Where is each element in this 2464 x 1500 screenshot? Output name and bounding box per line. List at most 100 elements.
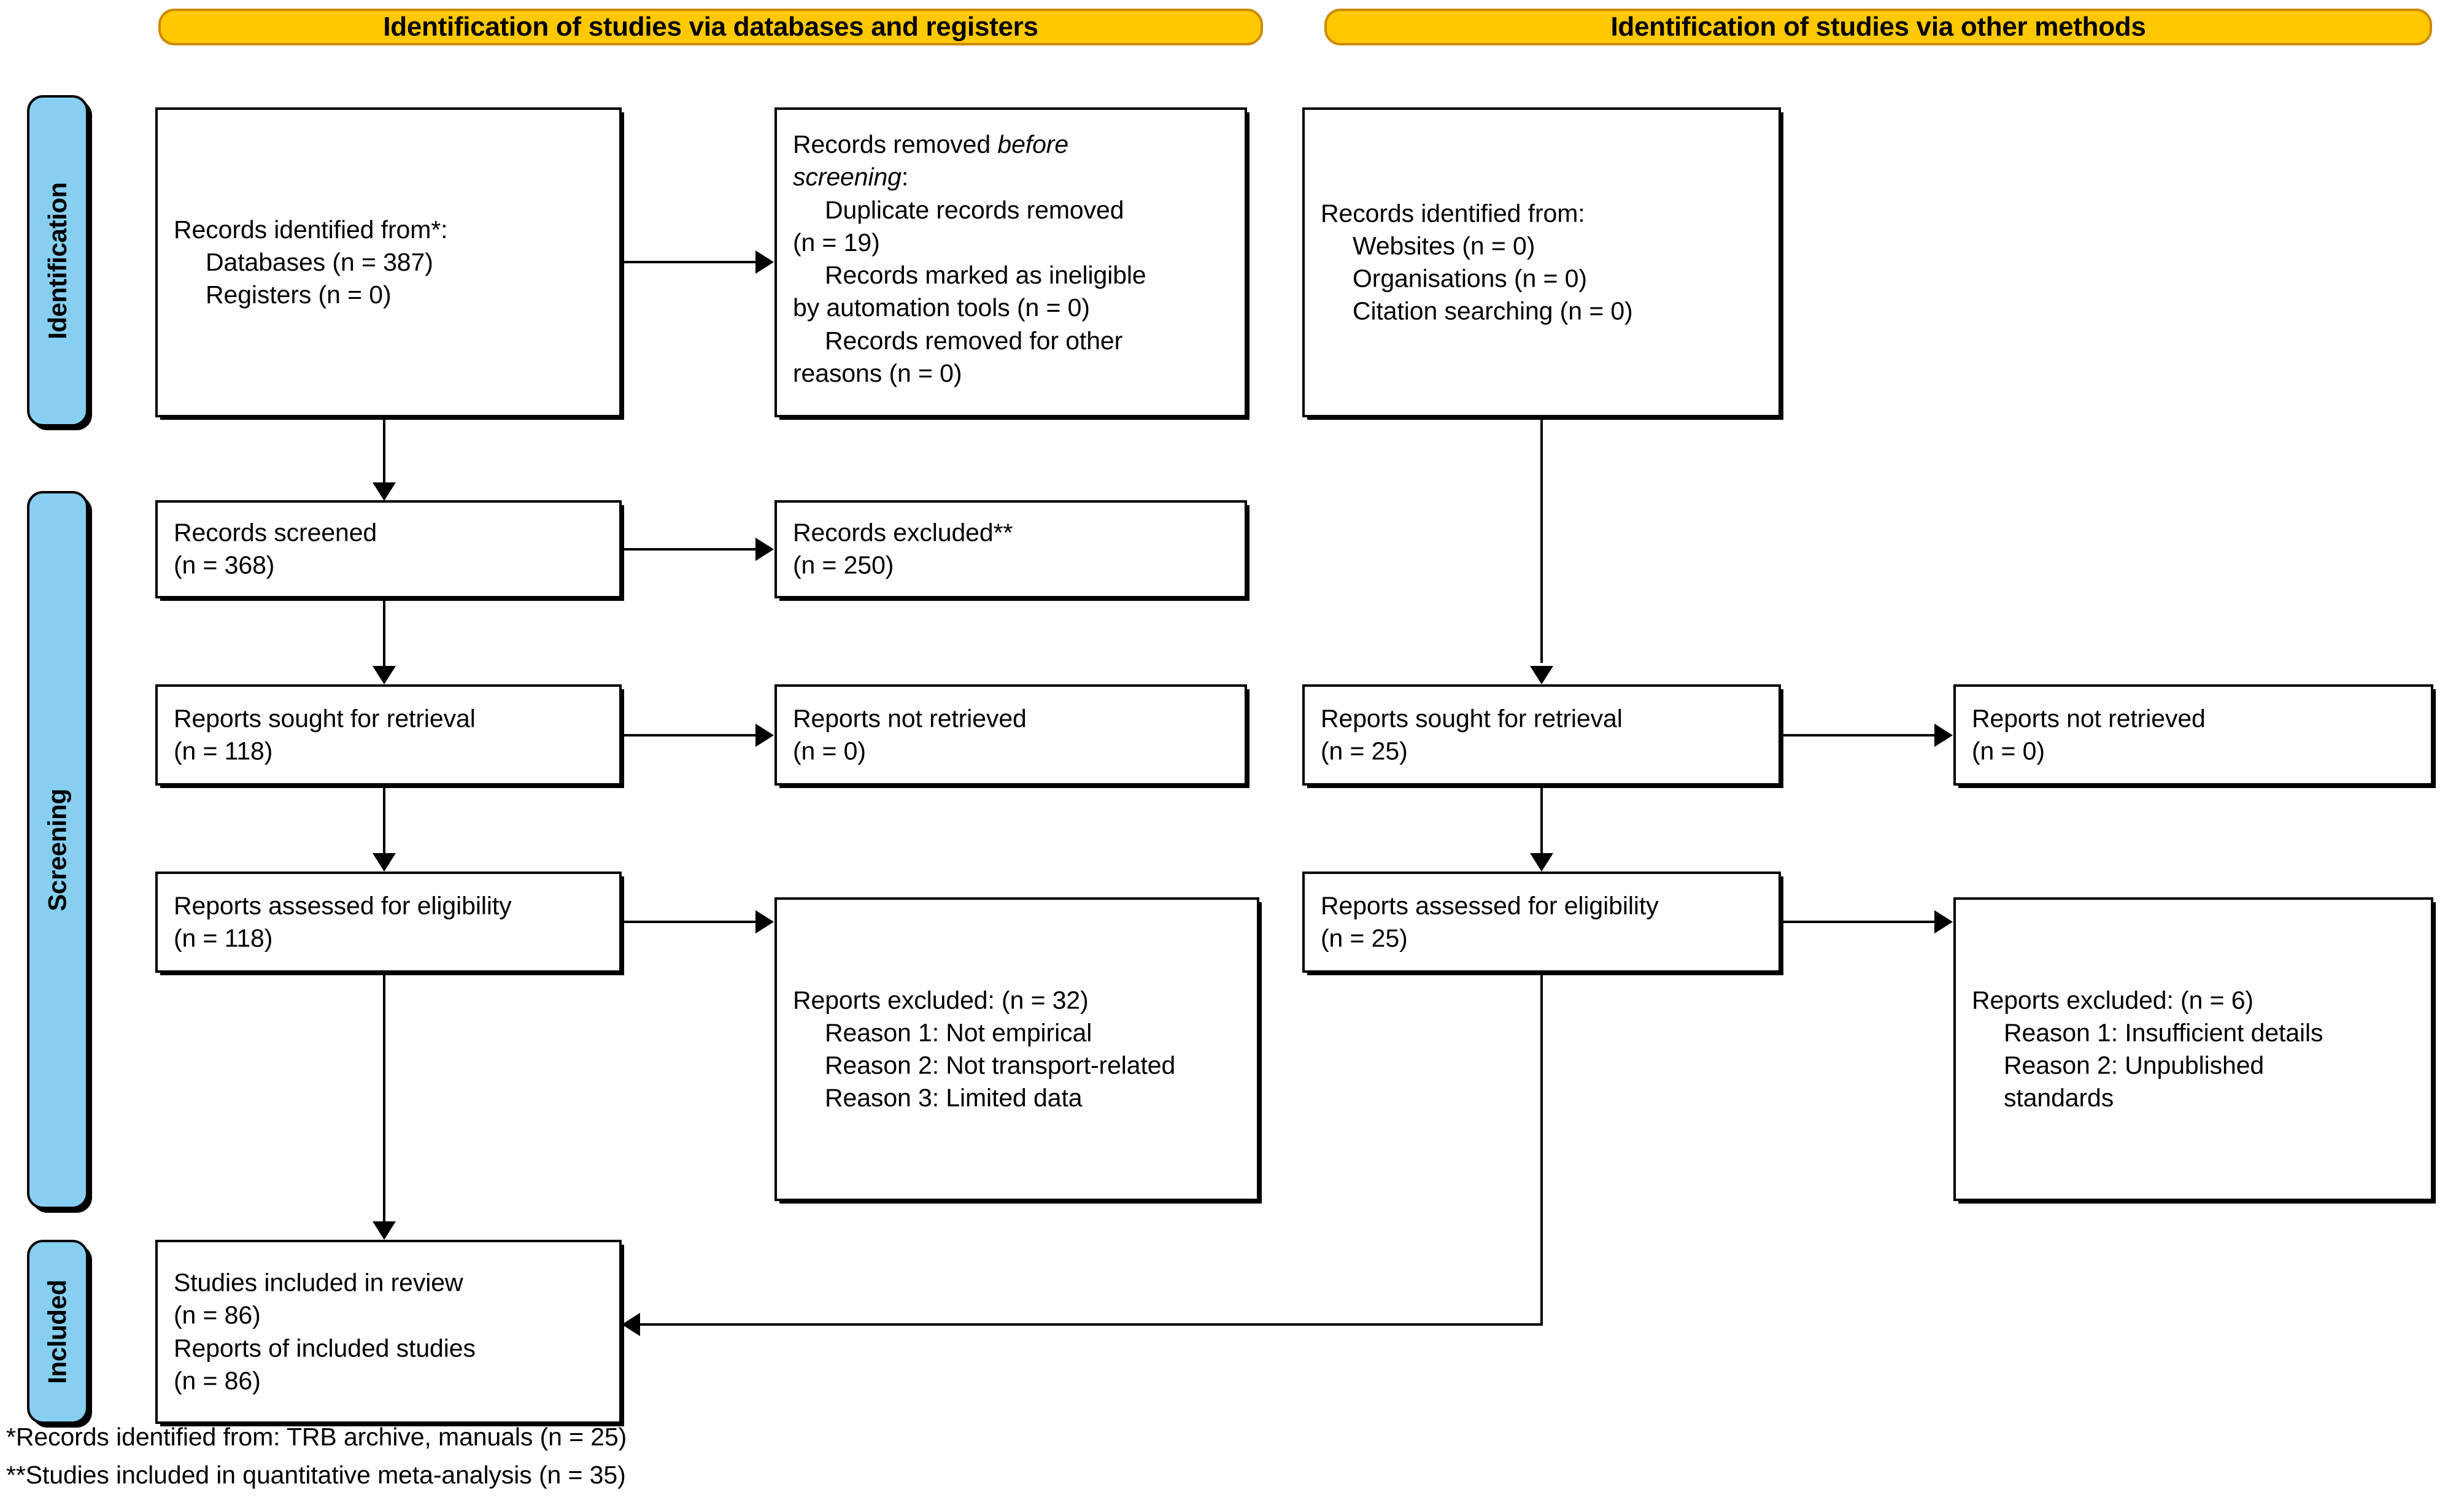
box-studies-included-text: Studies included in review (n = 86) Repo… [174, 1266, 611, 1397]
records-removed-line6: by automation tools (n = 0) [793, 293, 1090, 322]
studies-included-line4: (n = 86) [174, 1366, 261, 1395]
box-records-identified-other-text: Records identified from: Websites (n = 0… [1321, 197, 1770, 328]
box-reports-sought-left: Reports sought for retrieval (n = 118) [155, 684, 622, 786]
connector-assessed-to-excluded-right [1781, 921, 1936, 923]
records-removed-line8: reasons (n = 0) [793, 359, 962, 388]
records-identified-line2: Databases (n = 387) [206, 247, 433, 276]
box-reports-assessed-right-text: Reports assessed for eligibility (n = 25… [1321, 889, 1770, 955]
records-identified-other-line3: Organisations (n = 0) [1353, 264, 1587, 293]
box-records-removed-text: Records removed before screening: Duplic… [793, 128, 1236, 390]
banner-other-methods: Identification of studies via other meth… [1324, 9, 2432, 45]
banner-databases-registers-label: Identification of studies via databases … [383, 12, 1038, 42]
records-identified-line1: Records identified from*: [174, 215, 448, 244]
reports-excluded-right-line3: Reason 2: Unpublished [2004, 1051, 2265, 1080]
arrow-assessed-to-excluded-right [1934, 910, 1953, 934]
reports-excluded-left-line1: Reports excluded: (n = 32) [793, 985, 1089, 1014]
phase-screening-label: Screening [43, 789, 72, 911]
connector-identified-to-removed [622, 261, 755, 263]
reports-not-retrieved-left-line1: Reports not retrieved [793, 704, 1027, 733]
records-screened-line2: (n = 368) [174, 551, 275, 579]
reports-excluded-right-line4: standards [2004, 1083, 2114, 1112]
reports-excluded-left-line4: Reason 3: Limited data [825, 1083, 1083, 1112]
connector-screened-to-sought [383, 598, 385, 675]
records-removed-line5: Records marked as ineligible [825, 261, 1146, 290]
reports-sought-left-line2: (n = 118) [174, 736, 273, 765]
phase-identification-label: Identification [43, 182, 72, 339]
connector-right-assessed-to-included-horizontal [640, 1323, 1543, 1326]
reports-not-retrieved-right-line2: (n = 0) [1972, 736, 2045, 765]
records-screened-line1: Records screened [174, 518, 377, 547]
records-excluded-line2: (n = 250) [793, 551, 894, 579]
box-reports-excluded-left: Reports excluded: (n = 32) Reason 1: Not… [774, 897, 1259, 1201]
records-removed-line1b: before [997, 130, 1069, 158]
arrow-right-assessed-to-included [622, 1313, 640, 1336]
connector-sought-to-assessed-left [383, 786, 385, 862]
footnote-asterisk-one: *Records identified from: TRB archive, m… [6, 1423, 627, 1451]
arrow-screened-to-excluded [755, 538, 774, 561]
box-records-screened-text: Records screened (n = 368) [174, 517, 611, 582]
box-records-identified-other: Records identified from: Websites (n = 0… [1302, 107, 1781, 417]
arrow-sought-to-assessed-left [373, 853, 396, 872]
arrow-screened-to-sought [373, 666, 396, 684]
reports-sought-right-line2: (n = 25) [1321, 736, 1408, 765]
connector-screened-to-excluded [622, 548, 755, 551]
reports-assessed-right-line2: (n = 25) [1321, 924, 1408, 953]
box-records-identified: Records identified from*: Databases (n =… [155, 107, 622, 417]
studies-included-line2: (n = 86) [174, 1301, 261, 1329]
reports-assessed-right-line1: Reports assessed for eligibility [1321, 891, 1659, 920]
arrow-assessed-to-included [373, 1221, 396, 1240]
studies-included-line1: Studies included in review [174, 1268, 463, 1297]
records-identified-line3: Registers (n = 0) [206, 280, 392, 309]
connector-identified-other-to-sought-right [1540, 417, 1543, 663]
connector-identified-to-screened [383, 417, 385, 497]
records-removed-line2b: : [901, 163, 909, 191]
connector-right-assessed-to-included-vertical [1540, 973, 1543, 1326]
records-removed-line1a: Records removed [793, 130, 998, 158]
box-reports-not-retrieved-right-text: Reports not retrieved (n = 0) [1972, 702, 2422, 768]
box-reports-excluded-right-text: Reports excluded: (n = 6) Reason 1: Insu… [1972, 984, 2422, 1115]
phase-screening: Screening [27, 491, 88, 1209]
records-removed-line7: Records removed for other [825, 326, 1123, 355]
arrow-sought-to-not-retrieved-left [755, 724, 774, 747]
footnote-asterisk-two: **Studies included in quantitative meta-… [6, 1461, 626, 1489]
records-removed-line3: Duplicate records removed [825, 195, 1124, 224]
studies-included-line3: Reports of included studies [174, 1334, 476, 1362]
reports-not-retrieved-right-line1: Reports not retrieved [1972, 704, 2206, 733]
reports-excluded-right-line1: Reports excluded: (n = 6) [1972, 985, 2254, 1014]
reports-sought-left-line1: Reports sought for retrieval [174, 704, 476, 733]
records-identified-other-line4: Citation searching (n = 0) [1353, 296, 1633, 325]
arrow-identified-other-to-sought-right [1530, 666, 1553, 684]
reports-not-retrieved-left-line2: (n = 0) [793, 736, 866, 765]
box-reports-assessed-left-text: Reports assessed for eligibility (n = 11… [174, 889, 611, 955]
banner-databases-registers: Identification of studies via databases … [158, 9, 1263, 45]
box-reports-assessed-right: Reports assessed for eligibility (n = 25… [1302, 872, 1781, 973]
box-reports-sought-right: Reports sought for retrieval (n = 25) [1302, 684, 1781, 786]
connector-assessed-to-excluded-left [622, 921, 755, 923]
reports-excluded-right-line2: Reason 1: Insufficient details [2004, 1018, 2323, 1047]
reports-sought-right-line1: Reports sought for retrieval [1321, 704, 1623, 733]
box-reports-sought-right-text: Reports sought for retrieval (n = 25) [1321, 702, 1770, 768]
phase-identification: Identification [27, 95, 88, 427]
box-reports-not-retrieved-left-text: Reports not retrieved (n = 0) [793, 702, 1236, 768]
box-reports-assessed-left: Reports assessed for eligibility (n = 11… [155, 872, 622, 973]
records-identified-other-line2: Websites (n = 0) [1353, 231, 1535, 260]
box-records-screened: Records screened (n = 368) [155, 500, 622, 598]
connector-sought-to-assessed-right [1540, 786, 1543, 862]
box-records-excluded: Records excluded** (n = 250) [774, 500, 1247, 598]
records-removed-line2a: screening [793, 163, 902, 191]
box-reports-not-retrieved-right: Reports not retrieved (n = 0) [1953, 684, 2433, 786]
reports-excluded-left-line3: Reason 2: Not transport-related [825, 1051, 1176, 1080]
reports-assessed-left-line1: Reports assessed for eligibility [174, 891, 512, 920]
phase-included-label: Included [43, 1280, 72, 1384]
arrow-identified-to-screened [373, 482, 396, 501]
records-removed-line4: (n = 19) [793, 228, 880, 257]
box-reports-excluded-left-text: Reports excluded: (n = 32) Reason 1: Not… [793, 984, 1248, 1115]
arrow-sought-to-assessed-right [1530, 853, 1553, 872]
arrow-sought-to-not-retrieved-right [1934, 724, 1953, 747]
box-records-removed: Records removed before screening: Duplic… [774, 107, 1247, 417]
box-reports-sought-left-text: Reports sought for retrieval (n = 118) [174, 702, 611, 768]
records-excluded-line1: Records excluded** [793, 518, 1013, 547]
banner-other-methods-label: Identification of studies via other meth… [1610, 12, 2146, 42]
connector-sought-to-not-retrieved-left [622, 734, 755, 736]
